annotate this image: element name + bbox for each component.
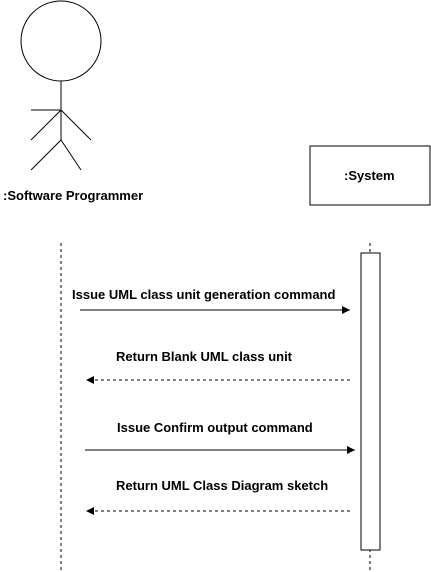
programmer-label: :Software Programmer	[3, 188, 144, 203]
message-label: Return UML Class Diagram sketch	[116, 478, 329, 493]
system-box	[309, 145, 431, 206]
message-label: Issue UML class unit generation command	[72, 287, 336, 302]
message-label: Issue Confirm output command	[117, 420, 313, 435]
message-label: Return Blank UML class unit	[116, 349, 293, 364]
actor-stick-figure-icon	[20, 0, 102, 171]
system-label: :System	[344, 168, 395, 183]
system-activation-bar	[360, 252, 381, 551]
